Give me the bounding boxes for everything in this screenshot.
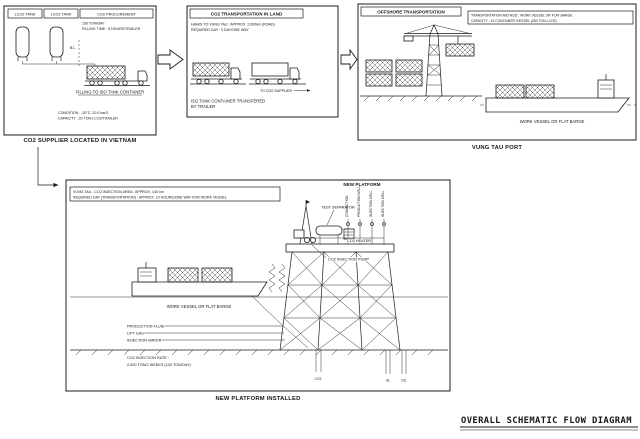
connector-line [37, 147, 59, 188]
note-box [69, 186, 281, 202]
heater-icon [343, 228, 355, 240]
land-header-label: CO2 TRANSPORTATION IN LAND [211, 12, 283, 17]
offshore-box: OFFSHORE TRANSPORTATION TRANSPORTATION M… [357, 3, 637, 141]
pump-icon [303, 236, 310, 243]
well-gl-label: GL [386, 379, 391, 383]
seabed [70, 349, 448, 356]
lco2-tank-icon [49, 26, 64, 61]
procurement-label: CO2 PROCUREMENT [97, 13, 136, 17]
crane-icon [403, 24, 472, 97]
capacity-label: CAPACITY : 20 TON-LCO2/TRAILER [58, 117, 118, 121]
platform-box: NEW PLATFORM VUNG TAU - CO2 INJECTION AR… [65, 179, 451, 392]
port-caption: VUNG TAU PORT [472, 145, 522, 151]
platform-distance-label: VUNG TAU - CO2 INJECTION AREA : APPROX. … [73, 190, 164, 194]
filling-time-label: FILLING TIME : 6 HOURS/TRAILER [82, 27, 141, 31]
transfer-hose-icon [268, 263, 286, 293]
test-separator-label: TEST SEPARATOR [321, 206, 355, 210]
port-ground [360, 95, 482, 102]
separator-icon [315, 225, 343, 236]
land-required-label: REQUIRED DAY : 3 DAY/ONE WAY [191, 28, 249, 32]
vessel-icon [480, 74, 636, 113]
pump-icon [309, 236, 316, 243]
land-distance-label: HANOI TO VUNG TAU : APPROX. 2,000km (ROA… [191, 23, 275, 27]
offshore-header-label: OFFSHORE TRANSPORTATION [377, 10, 445, 15]
well-co2-label: CO2 [315, 377, 322, 381]
drawing-title: OVERALL SCHEMATIC FLOW DIAGRAM [461, 416, 632, 426]
port-vessel-label: WORK VESSEL OR FLAT BARGE [520, 119, 585, 124]
filling-note-label: FILLING TO ISO TANK CONTAINER [76, 90, 145, 95]
land-transfer-label-1: ISO TANK CONTAINER TRANSFERED [191, 99, 265, 104]
land-transfer-label-2: BY TRAILER [191, 104, 215, 109]
loaded-truck-icon [190, 62, 246, 85]
pipeline-leaders [143, 325, 285, 341]
title-block: OVERALL SCHEMATIC FLOW DIAGRAM [460, 416, 638, 431]
injection-rate-label-2: 2,000 TON/2 WEEKS (143 TON/DAY) [127, 363, 192, 367]
platform-vessel-label: WORK VESSEL OR FLAT BARGE [167, 304, 232, 309]
supplier-box: LCO2 TANK LCO2 TANK CO2 PROCUREMENT 150 … [3, 5, 157, 136]
co2-injection-pump-label: CO2 INJECTION PUMP [328, 258, 369, 262]
well-label-4: INJECTION WELL [381, 190, 385, 217]
well-conductors [315, 350, 407, 374]
mast-flag-icon [306, 200, 310, 204]
filling-pipe-line [22, 61, 96, 66]
subsea-hose-line [251, 295, 309, 349]
land-box: CO2 TRANSPORTATION IN LAND HANOI TO VUNG… [186, 5, 339, 118]
well-label-2: PRODUCTION WELL [357, 186, 361, 217]
flow-arrow-icon [340, 48, 358, 71]
work-vessel-icon [131, 262, 268, 297]
supplier-caption: CO2 SUPPLIER LOCATED IN VIETNAM [23, 138, 136, 144]
well-label-1: CONNECTION [345, 195, 349, 217]
production-fluid-label: PRODUCTION FLUID [127, 325, 165, 329]
topsides-equipment [293, 200, 386, 259]
hanging-container-icon [445, 43, 475, 57]
injection-water-label: INJECTION WATER [127, 339, 162, 343]
platform-caption: NEW PLATFORM INSTALLED [215, 396, 300, 402]
offshore-capacity-label: CAPACITY : 13 CONTAINER /VESSEL (260 TON… [471, 19, 557, 23]
jacket-platform-icon [279, 243, 401, 351]
new-platform-label: NEW PLATFORM [343, 182, 380, 187]
co2-heater-label: CO2 HEATER [347, 239, 371, 243]
tank1-label: LCO2 TANK [15, 13, 36, 17]
wellhead-risers [346, 219, 386, 244]
well-oil-label: OIL [401, 379, 407, 383]
injection-rate-label-1: CO2 INJECTION RATE : [127, 356, 169, 360]
procurement-rate-label: 150 TON/DAY [82, 22, 105, 26]
condition-label: CONDITION : -20°C, 20.0 barG [58, 111, 109, 115]
to-supplier-label: TO CO2 SUPPLIER [260, 89, 292, 93]
platform-required-label: REQUIRED DAY (TRANSPORTATION) : APPROX. … [73, 195, 227, 199]
trailer-truck-icon [84, 65, 150, 86]
well-label-3: INJECTION WELL [369, 190, 373, 217]
battery-limit-label: B.L. [70, 46, 76, 50]
lco2-tank-icon [15, 26, 30, 61]
empty-truck-icon [249, 62, 306, 85]
tank2-label: LCO2 TANK [51, 13, 72, 17]
lift-gas-label: LIFT GAS [127, 332, 144, 336]
flow-arrow-icon [157, 49, 184, 70]
offshore-method-label: TRANSPORTATION METHOD : WORK VESSEL OR F… [471, 14, 573, 18]
container-stack-icon [365, 59, 423, 87]
